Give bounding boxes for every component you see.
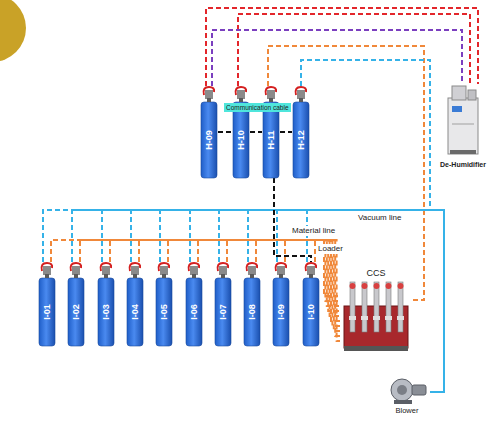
machine-id: H-12 [296,130,306,150]
molding-machine: I-09 [272,262,290,346]
machine-id: I-07 [218,304,228,320]
equipment-illustration [243,262,261,346]
molding-machine: H-09 [200,86,218,178]
equipment-illustration [126,262,144,346]
molding-machine: H-11 [262,86,280,178]
equipment-illustration [155,262,173,346]
dashed-connector [248,210,444,392]
corner-badge [0,0,26,62]
dashed-connector [268,46,424,300]
molding-machine: I-07 [214,262,232,346]
dashed-connector [250,131,262,133]
molding-machine: I-06 [185,262,203,346]
line-label: Loader [316,244,345,254]
equipment-label: Blower [396,406,419,415]
equipment-illustration [214,262,232,346]
dashed-connector [277,210,444,392]
dashed-connector [190,210,444,392]
equipment-illustration [97,262,115,346]
machine-id: I-10 [306,304,316,320]
machine-id: H-09 [204,130,214,150]
dashed-connector [274,178,311,262]
molding-machine: I-08 [243,262,261,346]
dashed-connector [238,14,470,86]
molding-machine: H-10 [232,86,250,178]
molding-machine: I-03 [97,262,115,346]
machine-id: I-01 [42,304,52,320]
equipment-illustration [272,262,290,346]
line-label: Material line [290,226,337,236]
dashed-connector [280,131,292,133]
machine-id: I-08 [247,304,257,320]
equipment-illustration [302,262,320,346]
dashed-connector [72,210,444,392]
machine-id: I-09 [276,304,286,320]
equipment-illustration [67,262,85,346]
machine-id: H-11 [266,130,276,149]
line-label: Vacuum line [356,213,403,223]
molding-machine: I-05 [155,262,173,346]
machine-id: I-05 [159,304,169,320]
machine-id: I-06 [189,304,199,320]
equipment-label: CCS [366,268,385,279]
dashed-connector [218,131,232,133]
equipment-illustration [340,266,412,352]
molding-machine: I-02 [67,262,85,346]
machine-id: I-03 [101,304,111,320]
machine-id: I-04 [130,304,140,320]
dashed-connector [219,210,444,392]
molding-machine: I-01 [38,262,56,346]
molding-machine: I-10 [302,262,320,346]
equipment-illustration [38,262,56,346]
machine-id: I-02 [71,304,81,320]
dashed-connector [80,240,340,301]
dehumidifier: De-Humidifier [436,84,490,180]
dashed-connector [131,210,444,392]
dashed-connector [43,210,444,392]
dashed-connector [160,210,444,392]
molding-machine: I-04 [126,262,144,346]
central-conveying-system: CCS [340,266,412,352]
cable-label: Communication cable [224,103,291,112]
equipment-label: De-Humidifier [440,160,486,169]
equipment-illustration [185,262,203,346]
vacuum-blower: Blower [384,376,430,418]
machine-id: H-10 [236,130,246,150]
molding-machine: H-12 [292,86,310,178]
